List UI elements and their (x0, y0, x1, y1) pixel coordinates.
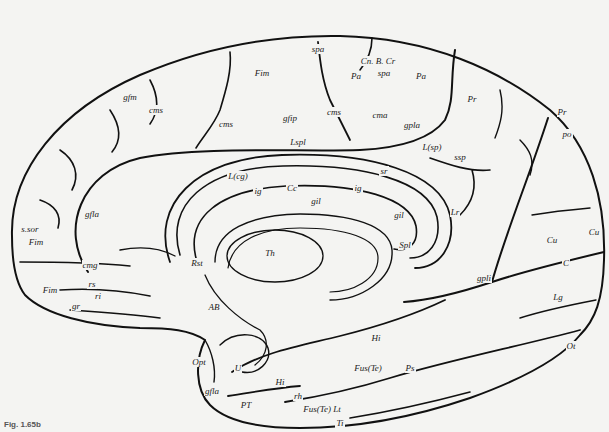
corpus-callosum-inner (194, 186, 416, 258)
region-label: Hi (275, 377, 286, 387)
lingual-sulcus (520, 300, 596, 318)
figure-caption: Fig. 1.65b (4, 420, 41, 429)
cuneus-sulcus (532, 208, 590, 215)
region-label: gfla (84, 209, 100, 219)
region-label: PT (240, 400, 253, 410)
region-label: rs (87, 279, 96, 289)
region-label: s.sor (20, 224, 39, 234)
region-label: L(cg) (227, 171, 249, 181)
region-label: gil (393, 210, 405, 220)
region-label: Pa (415, 71, 427, 81)
thalamus (227, 230, 323, 282)
region-label: ig (253, 186, 262, 196)
region-label: Cc (286, 183, 298, 193)
region-label: Spl (398, 240, 412, 250)
region-label: gpli (476, 273, 492, 283)
region-label: Fim (42, 285, 59, 295)
region-label: ssp (453, 152, 467, 162)
brain-outline (12, 36, 604, 428)
region-label: Rst (190, 258, 204, 268)
region-label: Th (264, 248, 276, 258)
region-label: Fim (254, 68, 271, 78)
region-label: Fim (28, 237, 45, 247)
region-label: Lg (552, 292, 564, 302)
region-label: Hi (371, 333, 382, 343)
region-label: cms (218, 119, 234, 129)
fornix-inner (228, 228, 378, 292)
region-label: U (234, 363, 243, 373)
region-label: cmg (82, 260, 99, 270)
region-label: Opt (191, 357, 207, 367)
calcarine-sulcus (404, 252, 604, 302)
rostral-sulcus (120, 248, 175, 256)
region-label: Pr (467, 94, 478, 104)
region-label: Ps (405, 363, 416, 373)
region-label: Cu (546, 235, 559, 245)
region-label: Fus(Te) Lt (302, 404, 341, 414)
orbital-sulci (20, 262, 160, 318)
region-label: sr (379, 166, 388, 176)
region-label: C (562, 258, 570, 268)
paracentral-sulcus (318, 42, 350, 140)
collateral-sulcus (285, 330, 580, 402)
region-label: ri (94, 291, 102, 301)
region-label: spa (311, 44, 326, 54)
precuneal-sulcus (495, 90, 532, 175)
region-label: AB (208, 302, 221, 312)
region-label: Lr (450, 207, 461, 217)
region-label: Pr (557, 107, 568, 117)
region-label: Pa (350, 71, 362, 81)
region-label: spa (377, 68, 392, 78)
parieto-occipital-sulcus (492, 118, 548, 282)
callosal-sulcus (165, 155, 451, 268)
uncus (220, 335, 269, 373)
region-label: L(sp) (421, 142, 442, 152)
region-label: Cn. B. Cr (360, 56, 397, 66)
region-label: Cu (588, 227, 601, 237)
region-label: Lspl (289, 137, 307, 147)
corpus-callosum-outer (177, 166, 438, 258)
hippocampal-sulcus (232, 300, 445, 372)
region-label: rh (293, 391, 303, 401)
region-label: ig (353, 183, 362, 193)
region-label: gil (310, 196, 322, 206)
frontal-sulci (40, 52, 230, 228)
region-label: cms (326, 107, 342, 117)
hypothalamic-region (205, 275, 266, 365)
region-label: gfla (204, 386, 220, 396)
region-label: Ot (566, 341, 577, 351)
region-label: gfip (282, 113, 298, 123)
rhinal-sulcus (228, 386, 300, 396)
region-label: cma (372, 110, 389, 120)
region-label: Ti (335, 418, 344, 428)
cingulate-sulcus (76, 50, 455, 272)
fornix (215, 214, 392, 300)
region-label: gfm (122, 92, 138, 102)
occipitotemporal-sulcus (350, 392, 470, 418)
region-label: po (562, 129, 573, 139)
region-label: gr (71, 301, 81, 311)
region-label: Fus(Te) (353, 363, 383, 373)
region-label: cms (148, 105, 164, 115)
region-label: gpla (403, 120, 421, 130)
